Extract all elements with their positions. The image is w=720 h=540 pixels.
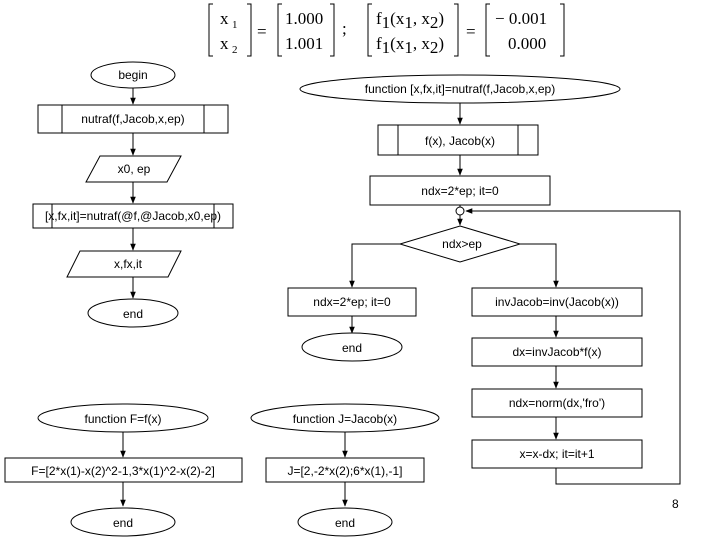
nutraf-no-branch-end-label: end	[342, 341, 362, 355]
nutraf-inv	[471, 287, 643, 317]
nutraf-no-branch-init-label: ndx=2*ep; it=0	[313, 295, 391, 309]
nutraf-dx-label: dx=invJacob*f(x)	[512, 345, 601, 359]
nutraf-no-branch-end	[301, 332, 403, 362]
f-end-terminal	[70, 507, 176, 537]
nutraf-inv-label: invJacob=inv(Jacob(x))	[495, 295, 619, 309]
f-body	[4, 457, 243, 483]
loop-back-arrow	[465, 208, 681, 485]
eq-f1-row1: f1(x1, x2)	[376, 9, 444, 32]
nutraf-condition-label: ndx>ep	[442, 237, 482, 251]
eq-separator: ;	[342, 19, 347, 38]
jacob-end-label: end	[335, 516, 355, 530]
page-number: 8	[672, 497, 679, 511]
eq-value-2: 1.001	[285, 34, 323, 53]
eq-x1-sub: 1	[232, 19, 238, 31]
main-input-label: x0, ep	[118, 162, 151, 176]
main-begin-label: begin	[118, 68, 147, 82]
main-output-io	[66, 250, 182, 278]
nutraf-header-label: function [x,fx,it]=nutraf(f,Jacob,x,ep)	[365, 82, 555, 96]
nutraf-init-label: ndx=2*ep; it=0	[421, 184, 499, 198]
nutraf-update	[471, 439, 643, 469]
eq-rvalue-1: − 0.001	[495, 9, 547, 28]
nutraf-sub-calls	[377, 124, 539, 156]
jacob-flow: function J=Jacob(x) J=[2,-2*x(2);6*x(1),…	[250, 403, 440, 537]
jacob-end-terminal	[297, 507, 393, 537]
main-output-label: x,fx,it	[114, 257, 143, 271]
equation: x 1 x 2 = 1.000 1.001 ; f1(x1, x2) f1(x1…	[208, 3, 565, 57]
nutraf-init	[369, 175, 551, 206]
eq-value-1: 1.000	[285, 9, 323, 28]
main-call-nutraf	[37, 104, 229, 134]
loop-junction	[455, 206, 465, 216]
main-end-label: end	[123, 307, 143, 321]
main-flow: begin nutraf(f,Jacob,x,ep) x0, ep [x,fx,…	[32, 61, 234, 328]
jacob-body	[265, 457, 425, 483]
eq-x1: x	[220, 9, 229, 28]
eq-rvalue-2: 0.000	[508, 34, 546, 53]
nutraf-norm-label: ndx=norm(dx,'fro')	[509, 396, 605, 410]
nutraf-update-label: x=x-dx; it=it+1	[519, 447, 594, 461]
nutraf-sub-calls-label: f(x), Jacob(x)	[425, 134, 495, 148]
eq-x2-sub: 2	[232, 44, 238, 56]
nutraf-condition-decision	[398, 225, 522, 263]
eq-equals-1: =	[257, 22, 267, 41]
main-call-full	[32, 203, 234, 229]
jacob-body-label: J=[2,-2*x(2);6*x(1),-1]	[287, 464, 402, 478]
eq-equals-2: =	[466, 22, 476, 41]
main-call-nutraf-label: nutraf(f,Jacob,x,ep)	[81, 112, 184, 126]
nutraf-flow: function [x,fx,it]=nutraf(f,Jacob,x,ep) …	[287, 74, 681, 485]
eq-f1-row2: f1(x1, x2)	[376, 34, 444, 57]
f-end-label: end	[113, 516, 133, 530]
jacob-header-label: function J=Jacob(x)	[293, 412, 397, 426]
eq-x2: x	[220, 34, 229, 53]
f-flow: function F=f(x) F=[2*x(1)-x(2)^2-1,3*x(1…	[4, 403, 243, 537]
main-end-terminal	[87, 298, 179, 328]
nutraf-norm	[471, 388, 643, 418]
main-call-full-label: [x,fx,it]=nutraf(@f,@Jacob,x0,ep)	[45, 209, 221, 223]
nutraf-dx	[471, 337, 643, 367]
nutraf-no-branch-init	[287, 287, 417, 317]
f-body-label: F=[2*x(1)-x(2)^2-1,3*x(1)^2-x(2)-2]	[31, 464, 215, 478]
f-header-label: function F=f(x)	[84, 412, 161, 426]
main-input-io	[85, 155, 182, 183]
